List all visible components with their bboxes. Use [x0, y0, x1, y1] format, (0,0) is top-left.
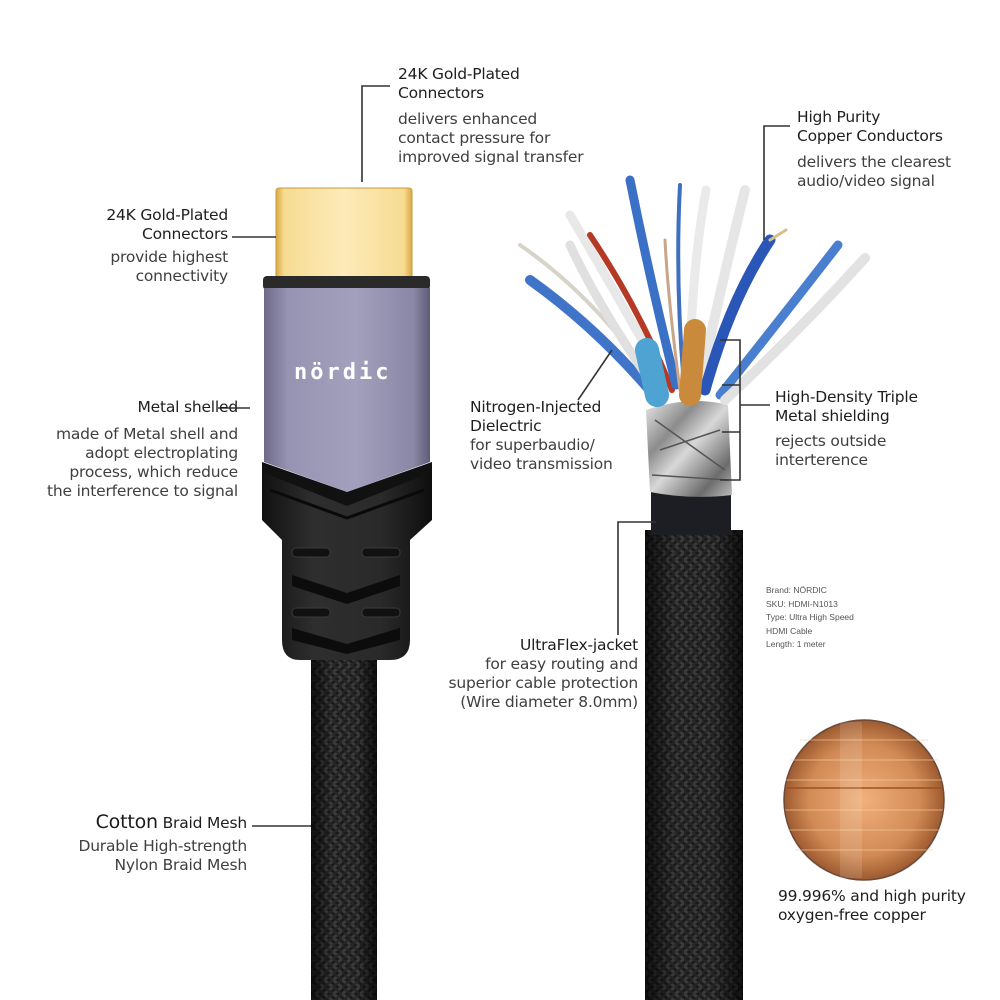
callout-desc: Nylon Braid Mesh: [114, 856, 248, 874]
spec-type: Type: Ultra High Speed: [766, 612, 854, 622]
spec-brand: Brand: NÖRDIC: [766, 585, 827, 595]
callout-jacket: UltraFlex-jacket for easy routing and su…: [448, 636, 638, 712]
callout-desc: adopt electroplating: [85, 444, 238, 462]
callout-desc: contact pressure for: [398, 129, 551, 147]
callout-title: Metal shelled: [137, 398, 238, 416]
callout-desc: audio/video signal: [797, 172, 935, 190]
callout-title: UltraFlex-jacket: [519, 636, 638, 654]
callout-title: Dielectric: [470, 417, 542, 435]
callout-title: 24K Gold-Plated: [398, 65, 520, 83]
gold-plug: [275, 187, 413, 281]
callout-dielectric: Nitrogen-Injected Dielectric for superba…: [470, 398, 613, 474]
callout-gold-left: 24K Gold-Plated Connectors provide highe…: [106, 206, 228, 286]
spec-length: Length: 1 meter: [766, 639, 826, 649]
callout-shielding: High-Density Triple Metal shielding reje…: [775, 388, 918, 470]
callout-title: Braid Mesh: [157, 814, 248, 832]
leader-lines: [218, 85, 790, 827]
callout-title: Connectors: [141, 225, 228, 243]
callout-desc: interterence: [775, 451, 868, 469]
callout-copper-purity: 99.996% and high purity oxygen-free copp…: [778, 887, 966, 925]
spec-sku: SKU: HDMI-N1013: [766, 598, 838, 609]
left-cable: [311, 655, 377, 1000]
conductor-wires: [518, 175, 870, 407]
callout-braid: Cotton Braid Mesh Durable High-strength …: [78, 813, 247, 875]
callout-title-bold: Cotton: [95, 811, 158, 833]
callout-title: Metal shielding: [775, 407, 890, 425]
callout-desc: Durable High-strength: [78, 837, 247, 855]
metal-shell: [264, 288, 430, 492]
callout-desc: rejects outside: [775, 432, 887, 450]
callout-desc: made of Metal shell and: [55, 425, 238, 443]
connector-boot: [262, 462, 432, 660]
callout-copper-conductors: High Purity Copper Conductors delivers t…: [797, 108, 951, 191]
callout-title: Nitrogen-Injected: [470, 398, 602, 416]
callout-desc: 99.996% and high purity: [778, 887, 966, 905]
callout-desc: for superbaudio/: [470, 436, 595, 454]
callout-desc: delivers the clearest: [797, 153, 951, 171]
callout-desc: improved signal transfer: [398, 148, 584, 166]
callout-gold-top: 24K Gold-Plated Connectors delivers enha…: [398, 65, 584, 167]
callout-title: Copper Conductors: [797, 127, 943, 145]
product-specs: Brand: NÖRDIC SKU: HDMI-N1013 Type: Ultr…: [766, 584, 854, 652]
callout-title: Connectors: [398, 84, 485, 102]
brand-logo: nördic: [294, 360, 392, 385]
callout-desc: video transmission: [470, 455, 613, 473]
callout-title: High-Density Triple: [775, 388, 918, 406]
callout-desc: process, which reduce: [69, 463, 238, 481]
callout-desc: provide highest: [110, 248, 228, 266]
callout-desc: the interference to signal: [47, 482, 238, 500]
callout-title: 24K Gold-Plated: [106, 206, 228, 224]
spec-type-cont: HDMI Cable: [766, 625, 813, 636]
callout-desc: delivers enhanced: [398, 110, 538, 128]
callout-metal-shelled: Metal shelled made of Metal shell and ad…: [47, 398, 238, 501]
copper-spool-image: [783, 719, 945, 881]
callout-desc: (Wire diameter 8.0mm): [460, 693, 638, 711]
callout-desc: connectivity: [135, 267, 229, 285]
callout-desc: superior cable protection: [448, 674, 638, 692]
right-cable: [645, 401, 743, 1000]
callout-desc: oxygen-free copper: [778, 906, 926, 924]
callout-title: High Purity: [797, 108, 881, 126]
callout-desc: for easy routing and: [485, 655, 638, 673]
